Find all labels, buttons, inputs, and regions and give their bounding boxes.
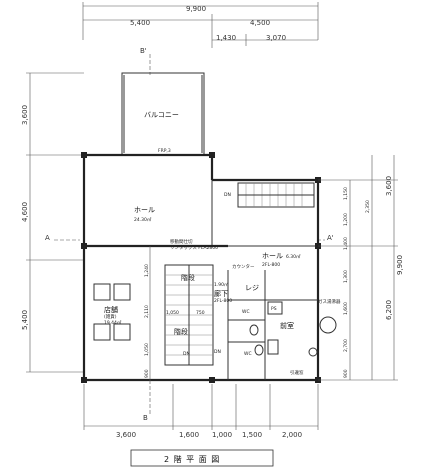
- top-dimensions: 9,900 5,400 4,500 1,430 3,070: [82, 2, 319, 48]
- dim-bottom-2000: 2,000: [282, 431, 302, 439]
- dim-right-2350: 2,350: [365, 200, 371, 213]
- shop-area: 19.44㎡: [104, 319, 122, 326]
- grid-a: A A': [45, 234, 334, 242]
- dim-inner-1240: 1,240: [144, 264, 150, 277]
- dim-top-sub1: 1,430: [216, 34, 236, 42]
- dn-label-2: DN: [183, 351, 190, 357]
- balcony-label: バルコニー: [144, 111, 179, 119]
- drawing-title: 2 階 平 面 図: [164, 454, 220, 464]
- grid-b-top: B': [140, 47, 151, 75]
- dim-left-mid: 4,600: [21, 202, 29, 222]
- front-room-label: 前室: [280, 321, 294, 330]
- exterior-stair: DN: [224, 182, 315, 208]
- sub-hall-label: ホール: [262, 252, 283, 260]
- inner-left-dims: 1,240 2,110 1,050 900: [144, 246, 151, 380]
- shop-sub-label: (雑貨): [104, 313, 117, 320]
- stair-label-2: 階段: [174, 327, 188, 336]
- dim-right-1150: 1,150: [343, 187, 349, 200]
- grid-label-a-left: A: [45, 234, 50, 242]
- dim-top-sub2: 3,070: [266, 34, 286, 42]
- stair-dim-1050: 1,050: [166, 310, 179, 316]
- dim-top-right: 4,500: [250, 19, 270, 27]
- right-dimensions: 1,150 1,200 1,400 1,300 1,600 2,700 900 …: [318, 155, 404, 381]
- dim-right-9900: 9,900: [396, 255, 404, 275]
- inner-stair: 階段 階段 1,050 750 DN: [164, 264, 214, 366]
- shop-label: 店舗: [104, 305, 118, 314]
- stair-dim-750: 750: [196, 310, 205, 316]
- gas-meter-label: ガス湯沸器: [318, 298, 341, 305]
- dim-right-1400: 1,400: [343, 237, 349, 250]
- sub-hall-area: 6.30㎡: [286, 253, 301, 260]
- grid-b-bottom: B: [143, 380, 151, 422]
- door-note-1: 2FL-800: [262, 262, 280, 268]
- dim-left-top: 3,600: [21, 105, 29, 125]
- main-hall: ホール 24.30㎡ 移動間仕切 リンタックス FLA2800: [134, 206, 218, 251]
- ps-label: PS: [271, 306, 277, 312]
- corridor-label: 廊下: [214, 289, 228, 298]
- main-hall-area: 24.30㎡: [134, 216, 152, 223]
- main-hall-label: ホール: [134, 206, 155, 214]
- dim-inner-900: 900: [144, 369, 150, 378]
- right-rooms: レジ 廊下 1.90㎡ 2FL-800 PS WC WC DN 前室 引違窓 ガ…: [214, 270, 341, 380]
- dim-right-1600: 1,600: [343, 302, 349, 315]
- dim-right-1200: 1,200: [343, 213, 349, 226]
- partition-note: 移動間仕切: [170, 238, 193, 245]
- sliding-door-note: 引違窓: [290, 369, 304, 376]
- dim-right-3600: 3,600: [385, 176, 393, 196]
- dn-label-3: DN: [214, 349, 221, 355]
- left-dimensions: 3,600 4,600 5,400: [21, 72, 84, 373]
- dim-left-bot: 5,400: [21, 310, 29, 330]
- outer-walls: [82, 153, 320, 382]
- dim-bottom-1000: 1,000: [212, 431, 232, 439]
- dim-bottom-3600: 3,600: [116, 431, 136, 439]
- dim-inner-2110: 2,110: [144, 305, 150, 318]
- shop: 店舗 (雑貨) 19.44㎡: [93, 283, 131, 341]
- dim-bottom-1600: 1,600: [179, 431, 199, 439]
- dim-right-6200: 6,200: [385, 300, 393, 320]
- title-block: 2 階 平 面 図: [130, 449, 274, 467]
- dim-bottom-1500: 1,500: [242, 431, 262, 439]
- wc-label-1: WC: [242, 309, 250, 315]
- counter-note: カウンター: [232, 263, 255, 270]
- dim-right-1300: 1,300: [343, 270, 349, 283]
- stair-label-1: 階段: [181, 273, 195, 282]
- dn-label-1: DN: [224, 192, 231, 198]
- dim-inner-1050: 1,050: [144, 343, 150, 356]
- grid-label-b-top: B': [140, 47, 147, 55]
- corridor-area: 1.90㎡: [214, 281, 229, 288]
- sub-hall: ホール 6.30㎡ カウンター 2FL-800: [232, 252, 301, 270]
- roof-label: FRP,3: [158, 148, 171, 154]
- dim-top-left: 5,400: [130, 19, 150, 27]
- dim-top-total: 9,900: [186, 5, 206, 13]
- columns: [81, 152, 321, 383]
- balcony: バルコニー FRP,3: [121, 72, 205, 156]
- grid-label-a-right: A': [327, 234, 334, 242]
- wc-label-2: WC: [244, 351, 252, 357]
- dim-right-900: 900: [343, 369, 349, 378]
- dim-right-2700: 2,700: [343, 339, 349, 352]
- grid-label-b-bottom: B: [143, 414, 148, 422]
- partition-note-2: リンタックス FLA2800: [170, 244, 218, 251]
- register-label: レジ: [245, 284, 259, 292]
- bottom-dimensions: 3,600 1,600 1,000 1,500 2,000: [83, 384, 319, 439]
- door-note-2: 2FL-800: [214, 298, 232, 304]
